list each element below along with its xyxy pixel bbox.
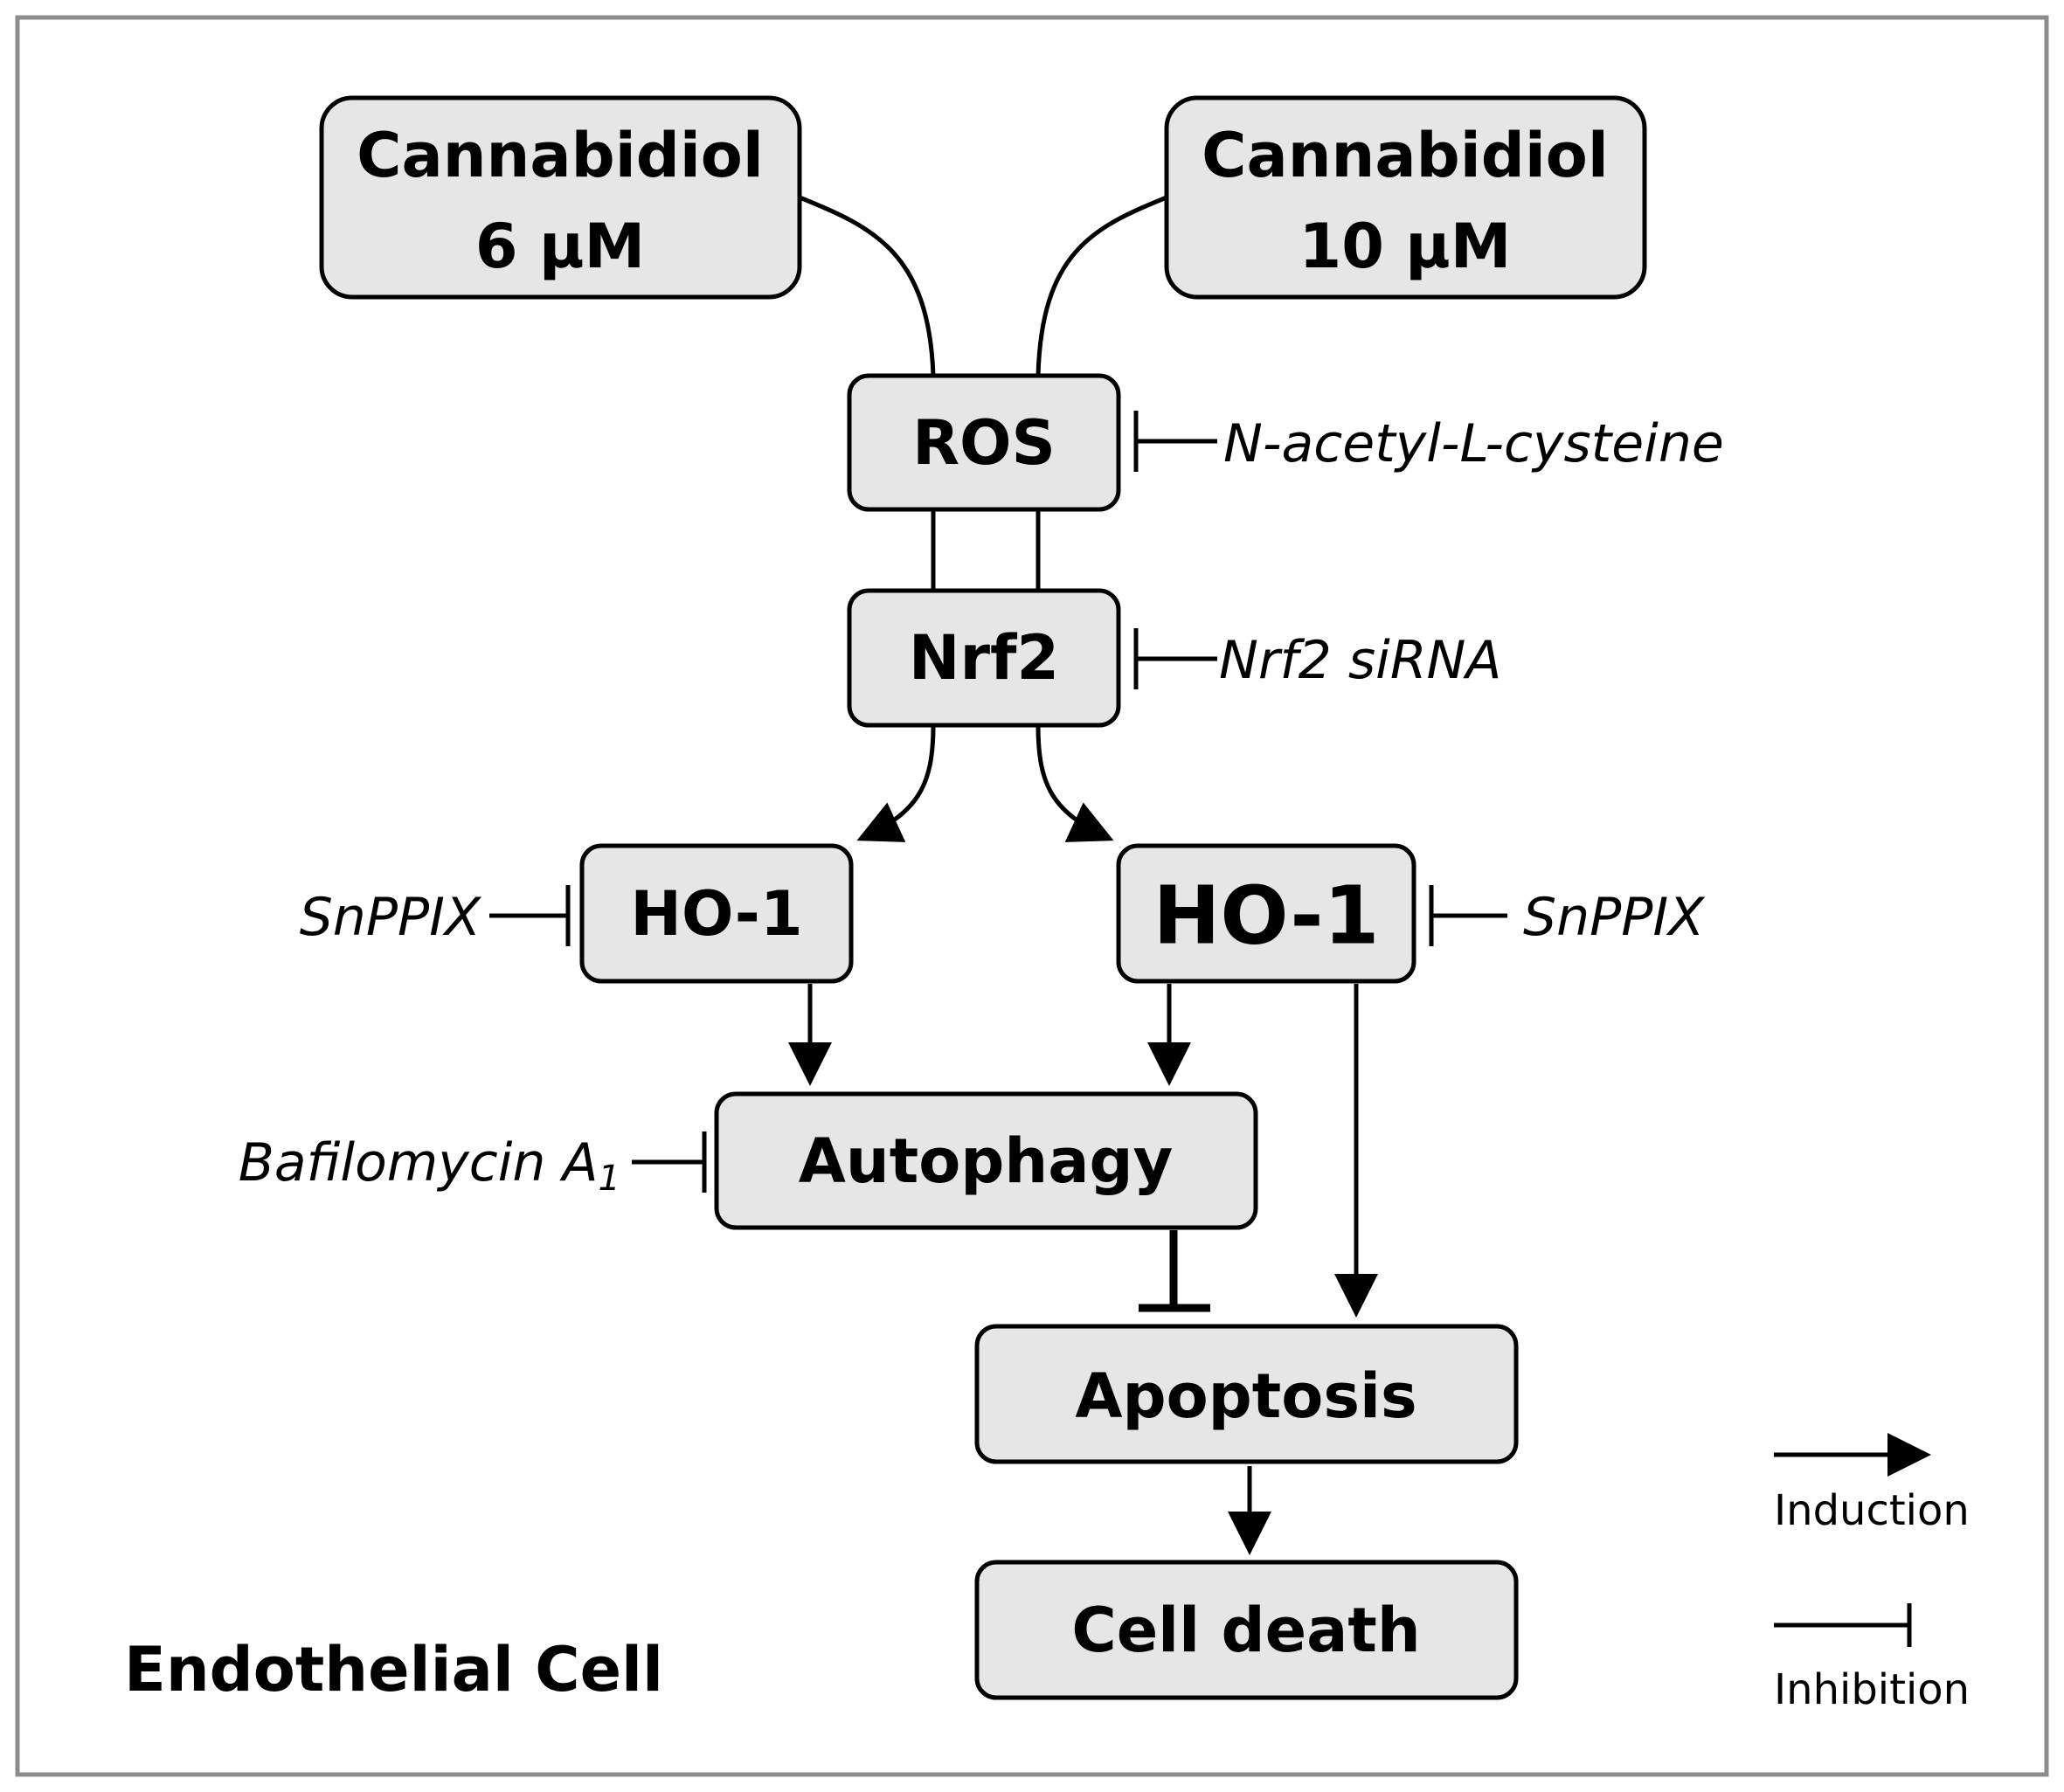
node-nrf2: Nrf2: [847, 588, 1121, 728]
node-cannabidiol-10um: Cannabidiol 10 µM: [1164, 95, 1647, 300]
inhibition-ros: [1133, 411, 1217, 472]
inhibition-nrf2: [1133, 628, 1217, 689]
edge-nrf2-to-ho1-low: [856, 724, 936, 842]
node-cannabidiol-10um-line2: 10 µM: [1299, 211, 1512, 282]
node-ho1-low-label: HO-1: [630, 878, 802, 950]
legend: Induction Inhibition: [1774, 1433, 1970, 1714]
inhibitor-label-ros: N-acetyl-L-cysteine: [1223, 413, 1724, 474]
inhibitor-label-ho1-high: SnPPIX: [1523, 887, 1706, 948]
node-ho1-high: HO-1: [1116, 843, 1416, 984]
node-apoptosis: Apoptosis: [974, 1324, 1519, 1464]
node-cell-death: Cell death: [974, 1560, 1519, 1700]
endothelial-cell-label: Endothelial Cell: [124, 1634, 663, 1706]
inhibitor-label-nrf2: Nrf2 siRNA: [1219, 630, 1501, 691]
inhibition-autophagy: [632, 1131, 707, 1193]
node-cannabidiol-6um-line2: 6 µM: [475, 211, 645, 282]
legend-inhibition-label: Inhibition: [1774, 1665, 1970, 1714]
inhibitor-label-autophagy: Bafilomycin A1: [239, 1132, 620, 1199]
outer-frame: [15, 15, 2049, 1777]
node-ho1-low: HO-1: [579, 843, 854, 984]
edge-nrf2-to-ho1-high: [1035, 724, 1114, 842]
inhibitor-label-ho1-low: SnPPIX: [300, 887, 482, 948]
node-apoptosis-label: Apoptosis: [1075, 1360, 1416, 1432]
inhibition-ho1-low: [489, 885, 571, 946]
node-ho1-high-label: HO-1: [1153, 869, 1379, 963]
node-ros: ROS: [847, 373, 1121, 512]
inhibitor-label-autophagy-text: Bafilomycin A: [239, 1132, 599, 1194]
node-ros-label: ROS: [912, 407, 1056, 479]
node-cannabidiol-6um: Cannabidiol 6 µM: [319, 95, 802, 300]
inhibitor-label-autophagy-subscript: 1: [599, 1159, 620, 1199]
legend-inhibition-symbol: [1774, 1603, 1912, 1647]
node-cannabidiol-10um-line1: Cannabidiol: [1202, 120, 1609, 191]
edge-cbd-low-to-ros: [799, 195, 936, 377]
legend-induction-label: Induction: [1774, 1486, 1970, 1535]
node-autophagy: Autophagy: [714, 1091, 1258, 1230]
edge-cbd-high-to-ros: [1035, 195, 1167, 377]
node-autophagy-label: Autophagy: [799, 1125, 1173, 1197]
node-cell-death-label: Cell death: [1071, 1595, 1420, 1666]
inhibition-ho1-high: [1429, 885, 1507, 946]
node-nrf2-label: Nrf2: [909, 622, 1059, 694]
node-cannabidiol-6um-line1: Cannabidiol: [357, 120, 764, 191]
